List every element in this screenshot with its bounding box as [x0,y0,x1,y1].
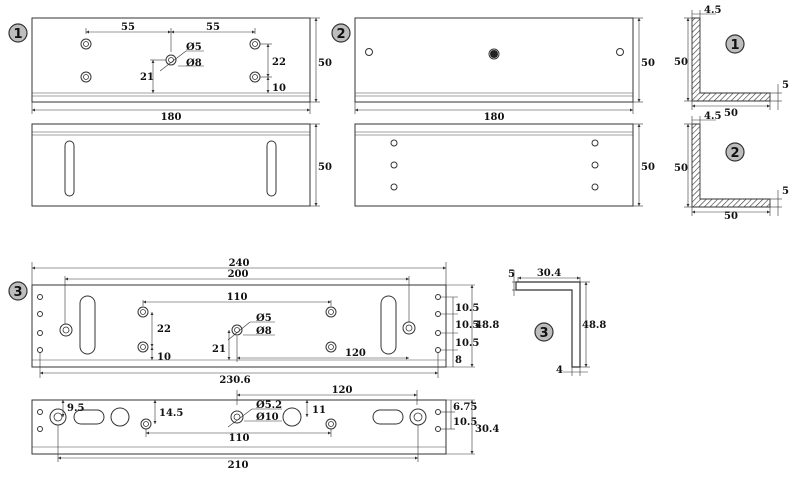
dim-label: 210 [228,460,249,471]
mount-hole [365,48,373,56]
dim-label: 6.75 [453,402,477,413]
svg-text:1: 1 [13,27,22,42]
slot [266,140,277,197]
badge-1: 1 [8,23,28,43]
dim-label: 48.8 [582,320,606,331]
dim-label: 22 [157,324,171,335]
dim-label: 30.4 [537,268,561,279]
dim-label: 22 [272,57,286,68]
dim-label: 4.5 [704,5,721,16]
dim-label: 4.5 [704,111,721,122]
svg-text:2: 2 [730,146,739,161]
badge-2: 2 [331,23,351,43]
dim-label: 55 [206,22,220,33]
plate-2-side-view: 50 [354,123,655,207]
mount-hole [591,161,599,169]
dim-label: 4 [556,365,563,376]
dim-label: 55 [121,22,135,33]
section-2-profile: 4.5 50 50 5 [674,111,789,222]
dim-label: 21 [212,344,226,355]
badge-section-2: 2 [725,142,745,162]
hole-dia-label: Ø5.2 [256,400,282,411]
hole-dia-label: Ø5 [256,313,272,324]
mount-hole [390,139,398,147]
hole-dia-label: Ø8 [186,58,202,69]
dim-label: 48.8 [475,320,499,331]
plate-3-top-view: 240 200 110 22 10 Ø5 Ø8 21 [31,258,499,386]
badge-3: 3 [8,281,28,301]
hole-dia-label: Ø5 [186,42,202,53]
hole-dia-label: Ø10 [256,412,279,423]
dim-label: 50 [724,211,738,222]
dim-label: 5 [782,186,789,197]
slot [79,295,96,355]
dim-label: 230.6 [219,375,250,386]
plate-1-side-view: 50 [31,123,332,207]
dim-label: 11 [312,405,326,416]
plate-3-side-view: 120 9.5 14.5 Ø5.2 Ø10 11 110 210 [31,385,499,471]
section-3-profile: 30.4 5 48.8 4 [508,268,606,376]
dim-label: 30.4 [475,424,499,435]
dim-label: 50 [674,163,688,174]
slot [64,140,75,197]
mount-hole [591,139,599,147]
mount-hole [616,48,624,56]
dim-label: 10.5 [455,303,479,314]
plate-1-top-view: 55 55 Ø5 Ø8 21 22 10 50 180 [31,17,332,123]
dim-label: 50 [318,58,332,69]
dim-label: 200 [228,269,249,280]
svg-text:3: 3 [13,285,22,300]
dim-label: 50 [641,58,655,69]
dim-label: 110 [227,292,248,303]
hole-dia-label: Ø8 [256,326,272,337]
dim-label: 5 [782,80,789,91]
badge-section-1: 1 [725,34,745,54]
dim-label: 5 [508,269,515,280]
dim-label: 120 [332,385,353,396]
dim-label: 10 [157,352,171,363]
dim-label: 50 [641,162,655,173]
dim-label: 10.5 [453,417,477,428]
svg-text:1: 1 [730,38,739,53]
svg-text:2: 2 [336,27,345,42]
mount-hole [390,183,398,191]
mount-hole [390,161,398,169]
dim-label: 50 [318,162,332,173]
dim-label: 110 [229,433,250,444]
dim-label: 10.5 [455,338,479,349]
dim-label: 9.5 [67,403,84,414]
section-1-profile: 4.5 50 50 5 [674,5,789,119]
slot [380,295,397,355]
dim-label: 10.5 [455,320,479,331]
dim-label: 21 [140,72,154,83]
badge-section-3: 3 [534,322,554,342]
dim-label: 50 [674,57,688,68]
dim-label: 120 [345,348,366,359]
svg-text:3: 3 [539,326,548,341]
dim-label: 10 [272,83,286,94]
plate-2-top-view: 50 180 [354,17,655,123]
dim-label: 50 [724,108,738,119]
mount-hole [591,183,599,191]
dim-label: 180 [161,112,182,123]
dim-label: 14.5 [159,408,183,419]
dim-label: 8 [455,355,462,366]
dim-label: 240 [229,258,250,269]
dim-label: 180 [484,112,505,123]
